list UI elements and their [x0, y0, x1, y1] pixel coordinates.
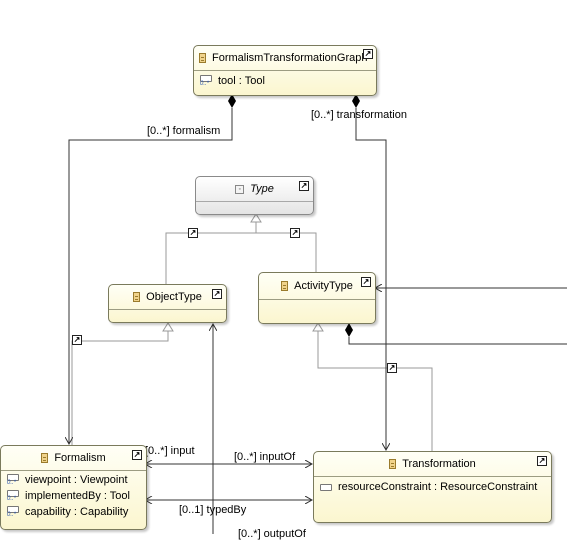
attribute-row[interactable]: resourceConstraint : ResourceConstraint	[320, 479, 547, 495]
edge-label-typedby: [0..1] typedBy	[179, 504, 247, 516]
generalization-triangle-type	[250, 213, 262, 223]
navigate-icon[interactable]: ↗	[72, 335, 82, 345]
class-name: FormalismTransformationGraph	[212, 52, 368, 64]
class-icon	[281, 281, 289, 291]
class-icon	[389, 459, 397, 469]
attribute-text: viewpoint : Viewpoint	[25, 474, 128, 486]
class-icon	[41, 453, 49, 463]
class-icon	[199, 53, 206, 63]
navigate-icon[interactable]: ↗	[290, 228, 300, 238]
separator	[314, 476, 551, 477]
class-formalism[interactable]: Formalism ↗ 0..* viewpoint : Viewpoint 0…	[0, 445, 147, 530]
edge-label-formalism: [0..*] formalism	[147, 125, 221, 137]
composition-diamond-transformation	[352, 94, 360, 108]
class-formalism-transformation-graph[interactable]: FormalismTransformationGraph ↗ 0..* tool…	[193, 45, 377, 96]
separator	[194, 70, 376, 71]
navigate-icon[interactable]: ↗	[363, 49, 373, 59]
attribute-row[interactable]: 0..* tool : Tool	[200, 73, 372, 89]
navigate-icon[interactable]: ↗	[387, 363, 397, 373]
composition-diamond-activitytype	[345, 323, 353, 337]
attribute-icon: 0..*	[7, 506, 19, 518]
generalization-activitytype-type[interactable]	[256, 232, 317, 272]
class-header: Formalism	[1, 446, 146, 470]
generalization-triangle-objecttype	[162, 322, 174, 332]
attribute-text: implementedBy : Tool	[25, 490, 130, 502]
class-icon	[133, 292, 141, 302]
separator	[109, 309, 226, 310]
attribute-row[interactable]: 0..* viewpoint : Viewpoint	[7, 472, 142, 488]
class-header: ActivityType	[259, 273, 375, 299]
class-activitytype[interactable]: ActivityType ↗	[258, 272, 376, 324]
edge-label-input: [0..*] input	[145, 445, 195, 457]
class-name: ObjectType	[146, 291, 202, 303]
separator	[196, 201, 313, 202]
generalization-formalism-objecttype[interactable]	[71, 331, 169, 445]
composition-diamond-formalism	[228, 94, 236, 108]
class-header: FormalismTransformationGraph	[194, 46, 376, 70]
class-name: Type	[250, 183, 274, 195]
attribute-text: capability : Capability	[25, 506, 129, 518]
abstract-class-icon: ◦	[235, 184, 245, 194]
association-transformation[interactable]	[355, 108, 386, 450]
edge-label-outputof: [0..*] outputOf	[238, 528, 306, 540]
class-header: ◦ Type	[196, 177, 313, 201]
class-transformation[interactable]: Transformation ↗ resourceConstraint : Re…	[313, 451, 552, 523]
separator	[259, 299, 375, 300]
separator	[1, 470, 146, 471]
navigate-icon[interactable]: ↗	[212, 289, 222, 299]
generalization-transformation-activitytype[interactable]	[317, 331, 433, 451]
class-name: Transformation	[402, 458, 476, 470]
generalization-triangle-activitytype	[312, 322, 324, 332]
attribute-icon	[320, 481, 332, 493]
class-name: ActivityType	[294, 280, 353, 292]
navigate-icon[interactable]: ↗	[132, 450, 142, 460]
navigate-icon[interactable]: ↗	[537, 456, 547, 466]
association-formalism[interactable]	[69, 108, 233, 444]
attribute-row[interactable]: 0..* capability : Capability	[7, 504, 142, 520]
attribute-row[interactable]: 0..* implementedBy : Tool	[7, 488, 142, 504]
navigate-icon[interactable]: ↗	[361, 277, 371, 287]
class-objecttype[interactable]: ObjectType ↗	[108, 284, 227, 323]
attribute-icon: 0..*	[200, 75, 212, 87]
attribute-icon: 0..*	[7, 474, 19, 486]
attribute-text: resourceConstraint : ResourceConstraint	[338, 481, 538, 493]
attribute-text: tool : Tool	[218, 75, 265, 87]
class-name: Formalism	[54, 452, 106, 464]
navigate-icon[interactable]: ↗	[188, 228, 198, 238]
navigate-icon[interactable]: ↗	[299, 181, 309, 191]
generalization-objecttype-type[interactable]	[165, 222, 257, 285]
class-header: Transformation	[314, 452, 551, 476]
edge-label-inputof: [0..*] inputOf	[234, 451, 296, 463]
edge-label-transformation: [0..*] transformation	[311, 109, 407, 121]
class-header: ObjectType	[109, 285, 226, 309]
association-activitytype-outgoing[interactable]	[348, 337, 567, 345]
class-type[interactable]: ◦ Type ↗	[195, 176, 314, 215]
attribute-icon: 0..*	[7, 490, 19, 502]
